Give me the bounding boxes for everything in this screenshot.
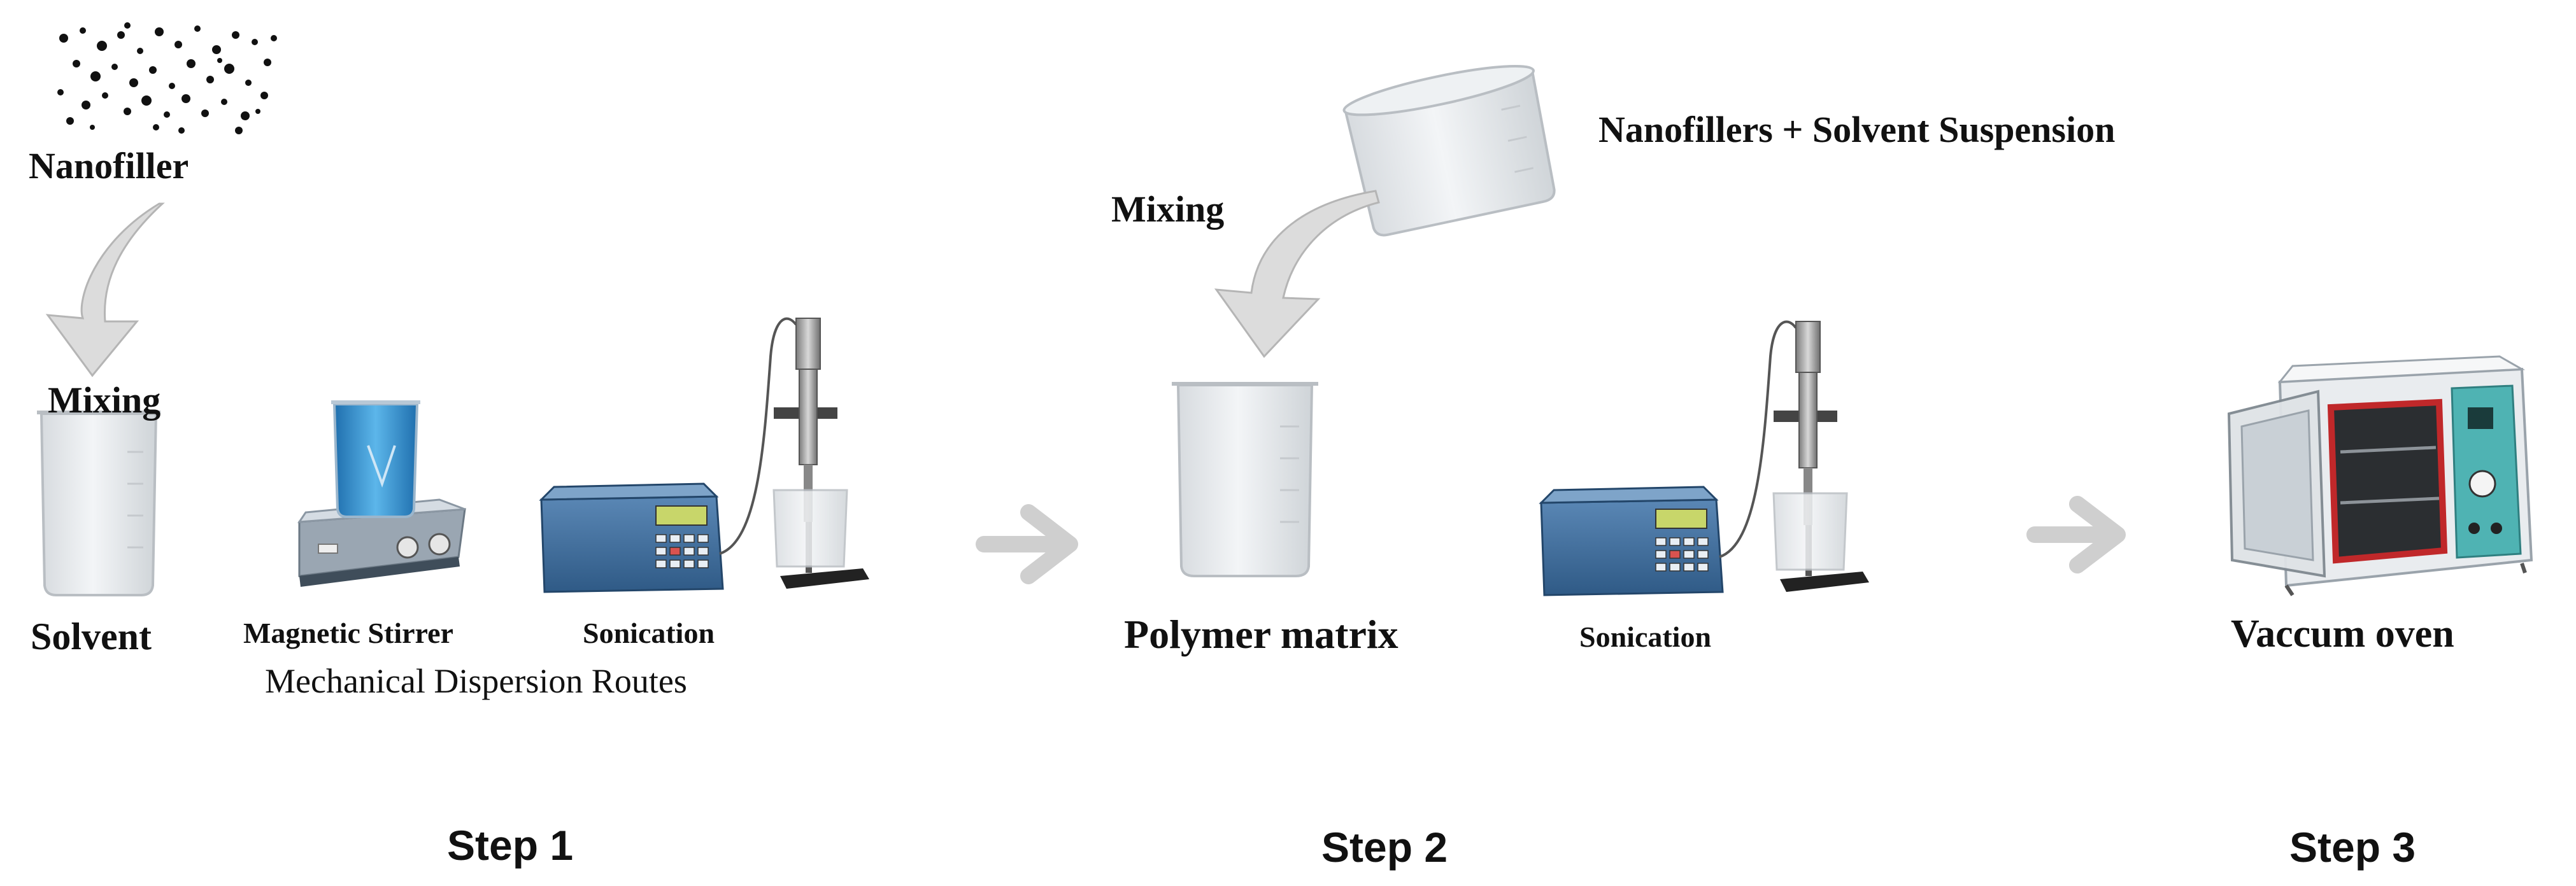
label-mechanical-routes: Mechanical Dispersion Routes <box>265 662 687 700</box>
step-arrow-2 <box>2026 496 2126 573</box>
vacuum-oven <box>2227 355 2533 596</box>
suspension-beaker <box>1342 64 1556 237</box>
mixing-arrow-1 <box>45 202 165 377</box>
magnetic-stirrer <box>297 400 466 587</box>
label-suspension: Nanofillers + Solvent Suspension <box>1598 109 2116 150</box>
nanofiller-particles <box>57 22 277 134</box>
label-polymer-matrix: Polymer matrix <box>1124 612 1398 657</box>
label-nanofiller: Nanofiller <box>29 145 189 186</box>
label-magnetic-stirrer: Magnetic Stirrer <box>243 617 453 649</box>
label-sonication-2: Sonication <box>1579 621 1712 653</box>
label-solvent: Solvent <box>31 615 152 657</box>
step-1-title: Step 1 <box>447 822 574 869</box>
label-vacuum-oven: Vaccum oven <box>2231 612 2454 656</box>
label-mixing-1: Mixing <box>48 379 161 421</box>
label-mixing-2: Mixing <box>1111 188 1225 230</box>
label-sonication-1: Sonication <box>583 617 715 649</box>
step-arrow-1 <box>976 504 1078 584</box>
step-2-title: Step 2 <box>1321 824 1448 871</box>
solvent-beaker <box>37 411 160 596</box>
step-3-title: Step 3 <box>2289 824 2416 871</box>
mixing-arrow-2 <box>1214 190 1380 358</box>
sonicator-1 <box>539 317 869 593</box>
sonicator-2 <box>1539 320 1869 596</box>
polymer-beaker <box>1172 382 1318 577</box>
